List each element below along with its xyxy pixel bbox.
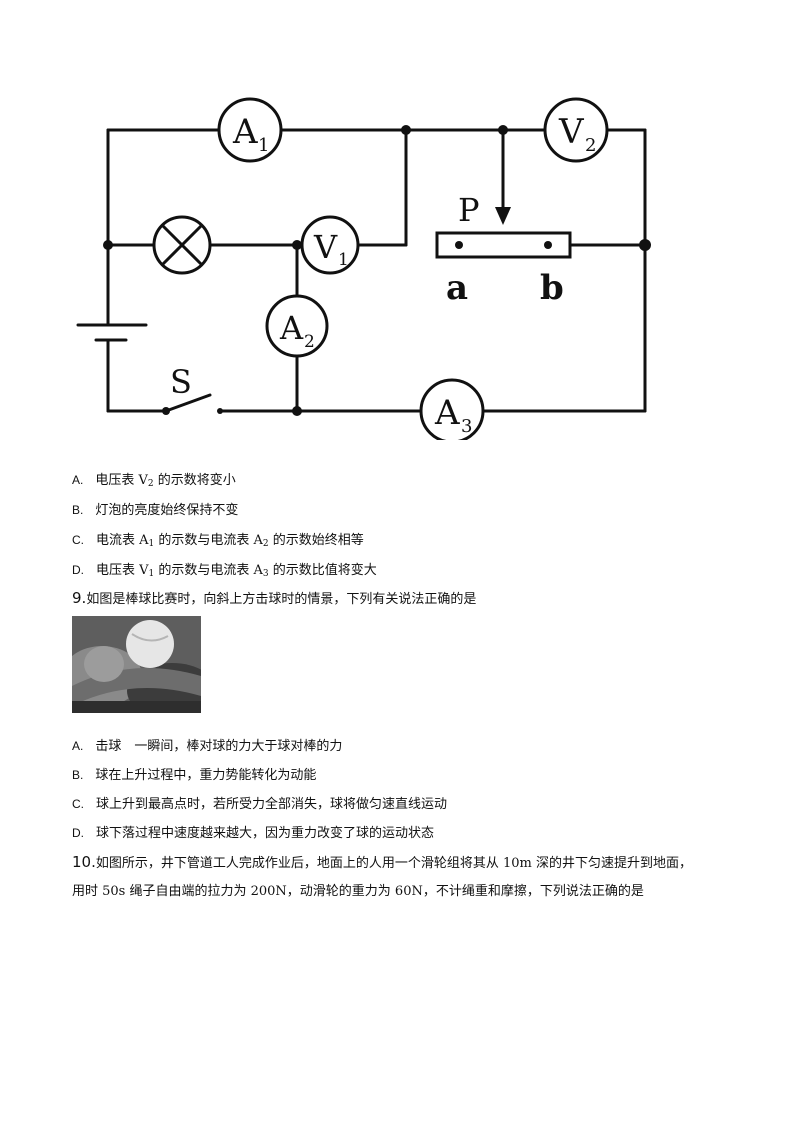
v1-sub: 1 [338, 250, 349, 270]
ammeter-a2 [265, 294, 329, 358]
slider-arrow-icon [495, 207, 511, 225]
v2-sub: 2 [585, 135, 596, 156]
s-label: S [170, 363, 192, 401]
a2-letter: A [279, 309, 304, 347]
voltmeter-v2 [543, 97, 609, 163]
a2-sub: 2 [304, 332, 315, 352]
a1-letter: A [232, 112, 258, 152]
ammeter-a1 [217, 97, 283, 163]
a3-sub: 3 [461, 416, 472, 437]
q9-option-b[interactable]: B.球在上升过程中，重力势能转化为动能 [72, 768, 317, 783]
q9-option-c[interactable]: C.球上升到最高点时，若所受力全部消失，球将做匀速直线运动 [72, 797, 448, 812]
q10-stem-line2: 用时 50s 绳子自由端的拉力为 200N，动滑轮的重力为 60N，不计绳重和摩… [72, 884, 644, 899]
a1-sub: 1 [258, 135, 269, 156]
circuit-diagram: A 1 V 2 V 1 A 2 A 3 P a b S [76, 97, 651, 440]
baseball-photo [72, 616, 201, 713]
q9-option-d[interactable]: D.球下落过程中速度越来越大，因为重力改变了球的运动状态 [72, 826, 435, 841]
v2-letter: V [558, 112, 585, 152]
a3-letter: A [434, 393, 460, 433]
ammeter-a3 [419, 378, 485, 440]
v1-letter: V [313, 228, 338, 266]
q9-option-a[interactable]: A.击球 一瞬间，棒对球的力大于球对棒的力 [72, 739, 343, 754]
q8-option-b[interactable]: B.灯泡的亮度始终保持不变 [72, 503, 239, 518]
q8-option-a[interactable]: A.电压表 V2 的示数将变小 [72, 473, 236, 489]
a-label: a [446, 268, 468, 308]
b-label: b [540, 268, 564, 308]
rheostat [435, 231, 572, 259]
p-label: P [458, 191, 480, 229]
q10-stem-line1: 10.如图所示，井下管道工人完成作业后，地面上的人用一个滑轮组将其从 10m 深… [72, 853, 692, 871]
q8-option-d[interactable]: D.电压表 V1 的示数与电流表 A3 的示数比值将变大 [72, 563, 377, 579]
q9-stem: 9.如图是棒球比赛时，向斜上方击球时的情景，下列有关说法正确的是 [72, 589, 477, 607]
q8-option-c[interactable]: C.电流表 A1 的示数与电流表 A2 的示数始终相等 [72, 533, 364, 549]
voltmeter-v1 [300, 215, 360, 275]
lamp-icon [152, 215, 212, 275]
